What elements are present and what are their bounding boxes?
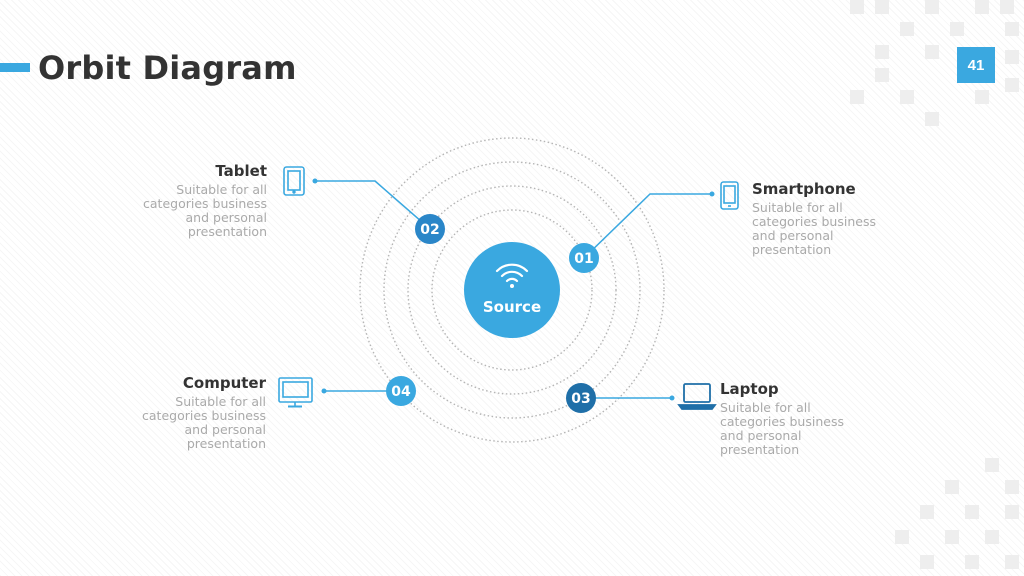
connector-line-02: [315, 180, 431, 230]
marker-02: 02: [415, 214, 445, 244]
marker-02-label: 02: [420, 222, 439, 238]
source-label: Source: [483, 298, 541, 316]
marker-03: 03: [566, 383, 596, 413]
orbit-rings: [359, 137, 665, 443]
item-laptop-name: Laptop: [720, 380, 779, 398]
item-computer-description: Suitable for all categories business and…: [142, 394, 266, 451]
item-smartphone-description: Suitable for all categories business and…: [752, 200, 876, 257]
connector-line-01: [583, 193, 712, 259]
item-smartphone-name: Smartphone: [752, 180, 856, 198]
item-tablet-name: Tablet: [215, 162, 267, 180]
laptop-icon: [677, 383, 717, 410]
tablet-icon: [283, 166, 305, 196]
page-number-badge: 41: [957, 47, 995, 83]
marker-01: 01: [569, 243, 599, 273]
orbit-ring-2: [407, 185, 617, 395]
slide-title: Orbit Diagram: [38, 49, 297, 87]
item-laptop-description: Suitable for all categories business and…: [720, 400, 844, 457]
marker-04: 04: [386, 376, 416, 406]
orbit-ring-3: [383, 161, 641, 419]
item-computer-name: Computer: [182, 374, 266, 392]
orbit-ring-1: [431, 209, 593, 371]
marker-03-label: 03: [571, 391, 590, 407]
item-tablet: Tablet Suitable for all categories busin…: [67, 162, 267, 239]
source-circle: [464, 242, 560, 338]
wifi-icon: [495, 263, 529, 288]
title-accent-bar: [0, 63, 30, 72]
smartphone-icon: [720, 181, 739, 210]
item-tablet-description: Suitable for all categories business and…: [143, 182, 267, 239]
computer-icon: [278, 377, 313, 408]
orbit-ring-4: [359, 137, 665, 443]
item-computer: Computer Suitable for all categories bus…: [66, 374, 266, 451]
marker-04-label: 04: [391, 384, 411, 400]
marker-01-label: 01: [574, 251, 593, 267]
item-smartphone: Smartphone Suitable for all categories b…: [752, 180, 952, 257]
source-node: Source: [464, 242, 560, 338]
item-laptop: Laptop Suitable for all categories busin…: [720, 380, 920, 457]
